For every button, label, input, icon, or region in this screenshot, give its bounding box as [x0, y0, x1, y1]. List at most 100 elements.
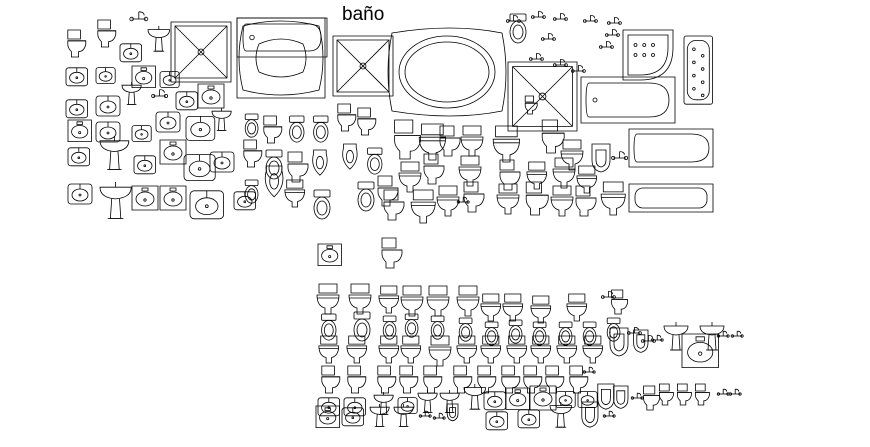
lavatory-block [156, 112, 180, 132]
urinal-block [614, 386, 628, 408]
lavatory-block [342, 408, 364, 426]
wc-plan-block [322, 314, 336, 340]
lavatory-block [186, 116, 215, 140]
wc-side-block [542, 120, 564, 153]
bidet-block [313, 150, 328, 175]
lavatory-block [68, 148, 90, 166]
faucet-block [583, 367, 595, 373]
urinal-block [592, 144, 610, 172]
faucet-block [601, 291, 615, 298]
wc-front-block [551, 186, 573, 216]
wc-front-block [497, 184, 519, 214]
wc-front-block [401, 336, 421, 363]
wc-front-block [411, 190, 435, 223]
wc-plan-block [368, 148, 382, 174]
wc-side-block [570, 366, 588, 393]
wc-plan-block [314, 116, 328, 142]
wc-plan-block [485, 322, 498, 345]
bathtub-block [629, 184, 713, 212]
lavatory-block [96, 68, 115, 84]
wc-front-block [577, 166, 597, 193]
shower-tray-block [508, 62, 577, 131]
wc-plan-block [245, 114, 258, 137]
wc-front-block [401, 286, 423, 316]
wc-front-block [527, 162, 547, 189]
wc-front-block [399, 162, 421, 192]
wc-side-block [424, 154, 444, 184]
faucet-block [152, 90, 168, 98]
faucet-block [717, 331, 729, 337]
vanity-sink-block [682, 334, 718, 368]
vanity-sink-block [318, 244, 341, 266]
wc-front-block [481, 294, 501, 321]
vanity-sink-block [316, 406, 339, 428]
wc-side-block [695, 384, 709, 405]
wc-side-block [384, 190, 404, 220]
wc-side-block [338, 104, 356, 131]
wc-front-block [503, 294, 523, 321]
lavatory-block [176, 92, 198, 110]
wc-front-block [461, 126, 483, 156]
lavatory-block [184, 155, 215, 181]
faucet-block [651, 335, 663, 341]
lavatory-block [160, 72, 179, 88]
wc-side-block [348, 366, 366, 393]
lavatory-block [120, 44, 142, 62]
wc-front-block [379, 336, 399, 363]
bathtub-block [629, 129, 713, 167]
lavatory-block [234, 192, 256, 210]
wc-side-block [288, 152, 308, 182]
wc-plan-block [405, 314, 418, 337]
lavatory-block [66, 100, 88, 118]
pedestal-sink-block [550, 402, 572, 427]
wc-front-block [493, 126, 519, 162]
faucet-block [607, 17, 621, 24]
faucet-block [541, 33, 555, 40]
urinal-block [447, 404, 458, 421]
pedestal-sink-block [700, 322, 724, 350]
wc-plan-block [314, 190, 330, 219]
urinal-block [598, 384, 614, 409]
wc-side-block [526, 182, 548, 215]
wc-front-block [379, 286, 399, 313]
faucet-block [599, 41, 613, 48]
wc-side-block [378, 366, 396, 393]
wc-side-block [525, 96, 537, 114]
pedestal-sink-block [374, 392, 393, 414]
lavatory-block [486, 412, 508, 430]
wc-front-block [481, 336, 501, 363]
wc-front-block [285, 180, 305, 207]
faucet-block [627, 327, 641, 334]
lavatory-block [578, 392, 597, 408]
vanity-sink-block [506, 388, 529, 410]
wc-front-block [567, 294, 587, 321]
wc-side-block [500, 160, 520, 190]
wc-front-block [601, 182, 625, 215]
lavatory-block [398, 398, 417, 414]
wc-side-block [644, 386, 660, 410]
wc-front-block [319, 336, 339, 363]
faucet-block [583, 15, 597, 22]
wc-side-block [576, 186, 596, 216]
faucet-block [605, 29, 619, 36]
faucet-block [603, 411, 615, 417]
faucet-block [729, 389, 741, 395]
wc-plan-block [533, 322, 546, 345]
pedestal-sink-block [100, 136, 129, 170]
wc-plan-block [290, 116, 304, 142]
faucet-block [553, 13, 567, 20]
oval-tub-block [237, 18, 325, 98]
wc-plan-block [510, 14, 526, 43]
faucet-block [717, 389, 729, 395]
vanity-sink-block [132, 66, 155, 88]
wc-front-block [459, 156, 481, 186]
lavatory-block [134, 156, 156, 174]
wc-side-block [454, 366, 472, 393]
shower-tray-block [171, 22, 231, 82]
lavatory-block [344, 398, 366, 416]
bathtub-block [581, 77, 675, 123]
pedestal-sink-block [418, 390, 437, 412]
wc-side-block [659, 384, 673, 405]
wc-plan-block [583, 322, 596, 345]
